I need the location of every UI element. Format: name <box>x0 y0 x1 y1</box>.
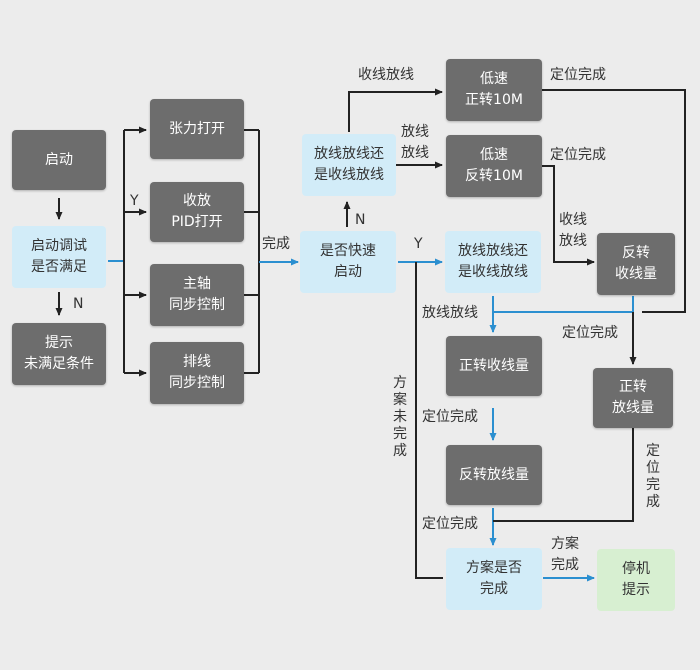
label-locate-5: 定位完成 <box>422 516 478 532</box>
label-locate-vertical: 定位完成 <box>646 443 660 510</box>
line-fwd-pay-to-plan <box>493 428 634 522</box>
line-plan-undone-loop <box>415 262 443 579</box>
plan-complete-box: 方案是否 完成 <box>446 548 542 610</box>
label-shouxian-fangxian: 收线放线 <box>358 67 414 83</box>
rev-pay-box: 反转放线量 <box>446 445 542 505</box>
label-locate-2: 定位完成 <box>550 147 606 163</box>
mode-top-box: 放线放线还 是收线放线 <box>302 134 396 196</box>
low-rev-box: 低速 反转10M <box>446 135 542 197</box>
fwd-take-box: 正转收线量 <box>446 336 542 396</box>
label-no-2: N <box>355 212 366 228</box>
fast-start-box: 是否快速 启动 <box>300 231 396 293</box>
label-no-1: N <box>73 296 84 312</box>
arrow-mode-top-to-low-fwd <box>348 88 443 132</box>
traverse-box: 排线 同步控制 <box>150 342 244 404</box>
spindle-box: 主轴 同步控制 <box>150 264 244 326</box>
line-low-fwd-loc <box>542 89 686 313</box>
fwd-pay-box: 正转 放线量 <box>593 368 673 428</box>
mode-mid-box: 放线放线还 是收线放线 <box>445 231 541 293</box>
arrow-low-rev-to-rev-take <box>542 165 595 266</box>
tension-box: 张力打开 <box>150 99 244 159</box>
label-plan-undone: 方案未完成 <box>393 375 407 459</box>
bracket-right-ticks <box>244 129 259 374</box>
pid-box: 收放 PID打开 <box>150 182 244 242</box>
label-yes-1: Y <box>130 193 139 209</box>
line-rev-take-merge <box>493 296 634 313</box>
label-yes-2: Y <box>414 236 423 252</box>
label-locate-1: 定位完成 <box>550 67 606 83</box>
label-fangxian-mid: 放线放线 <box>422 305 478 321</box>
notice-box: 提示 未满足条件 <box>12 323 106 385</box>
label-plan-done: 方案 完成 <box>551 536 579 573</box>
label-shouxian-v: 收线 放线 <box>559 212 587 249</box>
label-locate-3: 定位完成 <box>562 325 618 341</box>
label-fangxian-top: 放线 放线 <box>401 124 429 161</box>
start-box: 启动 <box>12 130 106 190</box>
rev-take-box: 反转 收线量 <box>597 233 675 295</box>
label-done-1: 完成 <box>262 236 290 252</box>
label-locate-4: 定位完成 <box>422 409 478 425</box>
check-box: 启动调试 是否满足 <box>12 226 106 288</box>
stop-box: 停机 提示 <box>597 549 675 611</box>
low-fwd-box: 低速 正转10M <box>446 59 542 121</box>
